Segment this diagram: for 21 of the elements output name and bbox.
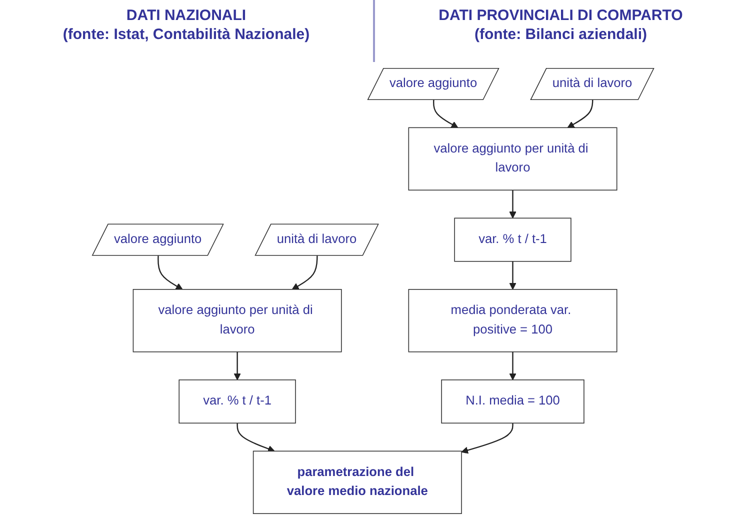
column-heading: DATI NAZIONALI [125, 6, 248, 25]
arrow [292, 256, 318, 290]
arrow [510, 190, 517, 218]
node-box: var. % t / t-1 [454, 218, 572, 262]
arrow [462, 423, 514, 454]
arrow [234, 352, 242, 380]
node-box: var. % t / t-1 [179, 379, 296, 424]
node-box: valore aggiunto per unità di lavoro [133, 289, 342, 352]
arrow [433, 100, 459, 128]
node-box: media ponderata var. positive = 100 [408, 289, 618, 352]
column-heading: DATI PROVINCIALI DI COMPARTO [438, 6, 684, 25]
node-box: valore aggiunto per unità di lavoro [408, 127, 618, 191]
node-box: parametrazione del valore medio nazionale [253, 450, 462, 514]
source-note: (fonte: Istat, Contabilità Nazionale) [62, 25, 311, 44]
arrow [568, 100, 594, 128]
source-note: (fonte: Bilanci aziendali) [473, 25, 648, 44]
arrow [158, 256, 184, 290]
arrow [510, 261, 517, 290]
node-box: N.I. media = 100 [442, 379, 585, 424]
arrow [237, 423, 276, 452]
arrow [510, 352, 517, 380]
